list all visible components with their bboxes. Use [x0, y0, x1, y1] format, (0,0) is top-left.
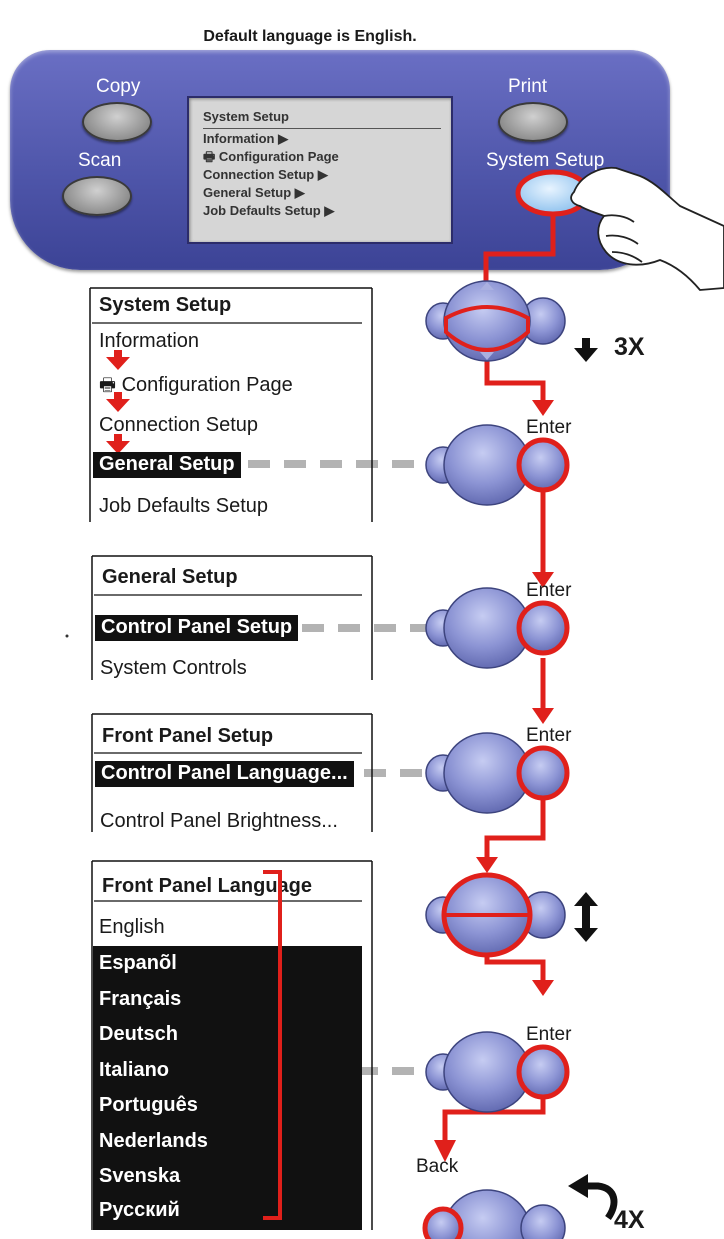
menu1-item-job-defaults-setup[interactable]: Job Defaults Setup — [99, 495, 268, 517]
enter-button[interactable] — [516, 600, 570, 656]
enter-label-3: Enter — [526, 725, 572, 746]
enter-button[interactable] — [520, 1204, 566, 1239]
back-count: 4X — [614, 1206, 645, 1234]
menu4-item-espanol[interactable]: Espanõl — [99, 952, 177, 974]
lcd-item-general-setup: General Setup ▶ — [203, 185, 305, 200]
lcd-item-information: Information ▶ — [203, 131, 289, 146]
lcd-item-connection-setup: Connection Setup ▶ — [203, 167, 328, 182]
menu4-item-russian[interactable]: Русский — [99, 1199, 180, 1221]
lcd-item-job-defaults-setup: Job Defaults Setup ▶ — [203, 203, 335, 218]
enter-button[interactable] — [516, 745, 570, 801]
pointing-hand-icon — [570, 166, 724, 291]
menu2-title: General Setup — [102, 566, 238, 588]
menu4-title: Front Panel Language — [102, 875, 313, 897]
menu4-item-english[interactable]: English — [99, 916, 165, 938]
menu1-item-configuration-page[interactable]: 🖶 Configuration Page — [99, 373, 293, 403]
step-down-arrows — [106, 350, 130, 454]
copy-label: Copy — [96, 76, 141, 97]
system-setup-label: System Setup — [486, 150, 605, 171]
nav-cluster-enter-4 — [425, 1031, 570, 1113]
menu3-item-control-panel-brightness[interactable]: Control Panel Brightness... — [100, 810, 338, 832]
menu4-item-francais[interactable]: Français — [99, 988, 182, 1010]
menu4-item-svenska[interactable]: Svenska — [99, 1165, 181, 1187]
enter-label-4: Enter — [526, 1024, 572, 1045]
lcd-title: System Setup — [203, 109, 289, 124]
language-list-highlight — [93, 946, 362, 1230]
back-button[interactable] — [422, 1206, 464, 1239]
copy-button[interactable] — [82, 102, 152, 142]
nav-cluster-enter-1 — [425, 424, 570, 506]
menu4-item-italiano[interactable]: Italiano — [99, 1059, 170, 1081]
nav-cluster-up-down — [425, 872, 566, 958]
menu4-item-deutsch[interactable]: Deutsch — [99, 1023, 178, 1045]
lcd-divider — [203, 128, 441, 129]
menu2-item-system-controls[interactable]: System Controls — [100, 657, 247, 679]
menu1-item-information[interactable]: Information — [99, 330, 200, 352]
down-count: 3X — [614, 333, 645, 361]
lcd-screen: System Setup Information ▶ 🖶 Configurati… — [187, 96, 453, 244]
nav-cluster-enter-2 — [425, 587, 570, 669]
back-label: Back — [416, 1156, 459, 1177]
menu1-item-general-setup[interactable]: General Setup — [93, 452, 241, 478]
print-label: Print — [508, 76, 548, 97]
menu1-item-label: Configuration Page — [121, 374, 293, 396]
nav-cluster-enter-3 — [425, 732, 570, 814]
enter-label-1: Enter — [526, 417, 572, 438]
caption: Default language is English. — [203, 28, 417, 45]
enter-button[interactable] — [516, 1044, 570, 1100]
down-arrow-icon — [574, 338, 598, 362]
print-button[interactable] — [498, 102, 568, 142]
menu-frames — [89, 287, 373, 1230]
nav-cluster-down — [425, 280, 566, 362]
enter-button[interactable] — [516, 437, 570, 493]
menu2-item-control-panel-setup[interactable]: Control Panel Setup — [95, 615, 299, 641]
printer-icon: 🖶 — [99, 375, 116, 395]
menu3-item-control-panel-language[interactable]: Control Panel Language... — [95, 761, 354, 787]
menu1-item-connection-setup[interactable]: Connection Setup — [99, 414, 259, 436]
scan-label: Scan — [78, 150, 122, 171]
scan-button[interactable] — [62, 176, 132, 216]
back-arrow-icon — [568, 1174, 618, 1221]
enter-label-2: Enter — [526, 580, 572, 601]
nav-cluster-back — [422, 1189, 566, 1239]
lcd-item-configuration-page: 🖶 Configuration Page — [203, 149, 339, 164]
menu1-title: System Setup — [99, 294, 232, 316]
menu4-item-nederlands[interactable]: Nederlands — [99, 1130, 208, 1152]
up-down-arrow-icon — [574, 892, 598, 942]
menu3-title: Front Panel Setup — [102, 725, 274, 747]
menu4-item-portugues[interactable]: Português — [99, 1094, 198, 1116]
